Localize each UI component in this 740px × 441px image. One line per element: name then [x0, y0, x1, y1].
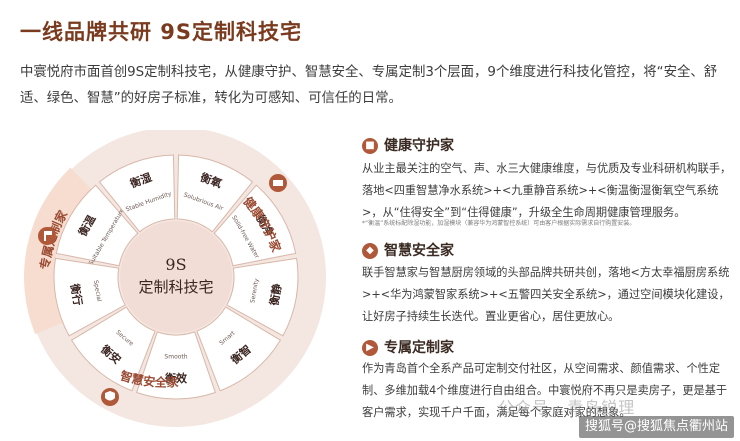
section-title-smart: 智慧安全家 [384, 243, 454, 259]
wheel-segment [226, 257, 299, 337]
wheel-segment [98, 154, 176, 233]
segment-label-cn: 衡行 [68, 282, 86, 306]
house-heart-icon: ■ [362, 138, 378, 154]
section-title-health: 健康守护家 [384, 138, 454, 154]
center-title-bottom: 定制科技宅 [138, 278, 213, 296]
section-body-custom: 作为青岛首个全系产品可定制交付社区，从空间需求、颜值需求、个性定制、多维加载4个… [362, 362, 728, 419]
section-body-smart: 联手智慧家与智慧厨房领域的头部品牌共研共创，落地<方太幸福厨房系统>+<华为鸿蒙… [362, 266, 730, 323]
segment-label-cn: 衡效 [165, 371, 188, 385]
segment-label-en: Serenity [249, 278, 260, 304]
wheel-segment [213, 184, 297, 267]
shield-icon: ◆ [362, 243, 378, 259]
center-disc [120, 221, 232, 333]
wheel-segment [176, 154, 254, 233]
health-badge-icon [269, 174, 287, 192]
wheel-segment [55, 184, 139, 267]
custom-badge-icon [38, 227, 56, 245]
wheel-segment [136, 331, 216, 400]
section-body-health: 从业主最关注的空气、声、水三大健康维度，与优质及专业科研机构联手，落地<四重智慧… [362, 162, 732, 219]
section-title-custom: 专属定制家 [384, 340, 454, 356]
segment-label-en: Smooth [164, 354, 187, 361]
watermark-sohu: 搜狐号@搜狐焦点衢州站 [578, 416, 734, 438]
section-note-health: *“衡温”系统标配除湿功能，加湿模块（兼容华为鸿蒙智控系统）可由客户根据实际需求… [362, 220, 636, 227]
smart-badge-icon [101, 388, 119, 406]
segment-label-cn: 衡静 [267, 282, 285, 306]
wheel-segment [196, 306, 282, 392]
flag-icon: ▶ [362, 340, 378, 356]
wheel-segment [53, 257, 126, 337]
page-title: 一线品牌共研 9S定制科技宅 [20, 20, 303, 44]
watermark-wechat: 公众号 · 青岛锐理 [498, 398, 636, 417]
segment-label-en: Special [92, 280, 103, 303]
center-title-top: 9S [165, 255, 186, 274]
wheel-segment [70, 306, 156, 392]
intro-paragraph: 中寰悦府市面首创9S定制科技宅，从健康守护、智慧安全、专属定制3个层面，9个维度… [20, 65, 718, 106]
